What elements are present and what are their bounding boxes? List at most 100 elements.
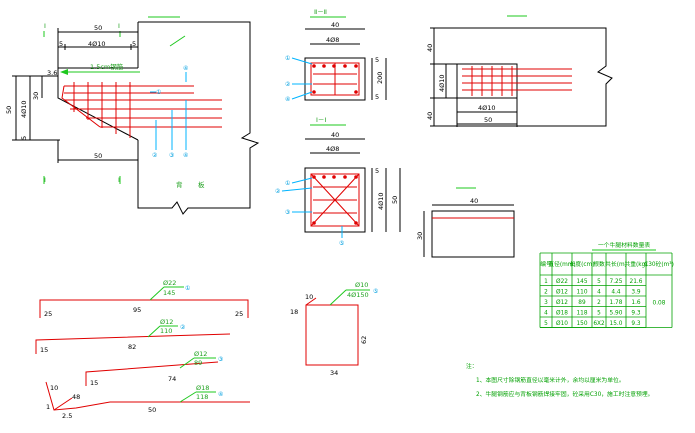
section-mark-right-top: I bbox=[118, 22, 120, 30]
s11-dim-4o10: 4Ø10 bbox=[377, 192, 385, 210]
elevation-note: 1.5cm钢筋 bbox=[90, 62, 124, 71]
s22-outline bbox=[304, 57, 366, 101]
bar-4-id: ④ bbox=[218, 391, 223, 398]
detail-dim-40: 40 bbox=[470, 197, 478, 205]
s22-callout-1: ① bbox=[285, 55, 290, 62]
rebar-dot bbox=[354, 175, 358, 179]
s22-dim-40: 40 bbox=[331, 21, 339, 29]
bar-5-dim-bottom: 34 bbox=[330, 369, 338, 377]
dim-top-4o10: 4Ø10 bbox=[88, 40, 106, 48]
plan-dim-4o10: 4Ø10 bbox=[438, 74, 446, 92]
bar-4-dim-10: 10 bbox=[50, 384, 58, 392]
table-cell: 7.25 bbox=[610, 279, 623, 285]
s22-dim-5b: 5 bbox=[375, 93, 379, 101]
s22-callout-2: ② bbox=[285, 81, 291, 88]
bar-details: 25 95 25 Ø22 145 ① 15 82 Ø12 110 ② 15 74… bbox=[35, 279, 378, 420]
table-cell: 3.9 bbox=[631, 290, 641, 296]
s11-callout-3: ③ bbox=[285, 209, 290, 216]
s11-outline bbox=[304, 167, 366, 233]
elevation-view: I I I I 50 5 4Ø10 5 3.6 30 50 4Ø10 5 1.5… bbox=[5, 16, 260, 215]
bar-1-id: ① bbox=[185, 285, 190, 292]
table-cell: 1 bbox=[544, 279, 548, 285]
dim-left-50: 50 bbox=[5, 106, 13, 114]
bar-3-middle: 74 bbox=[168, 375, 176, 383]
table-cell: 5.90 bbox=[610, 311, 623, 317]
corbel-outline bbox=[57, 67, 139, 141]
bar-3-len: 89 bbox=[194, 359, 202, 367]
table-cell: 1.6 bbox=[631, 300, 641, 306]
rebar-dot bbox=[354, 64, 358, 68]
s22-callout-4: ④ bbox=[285, 96, 290, 103]
dim-left-5: 5 bbox=[20, 136, 28, 140]
detail-dim-30: 30 bbox=[416, 232, 424, 240]
rebar-dot bbox=[312, 175, 316, 179]
rebar-dot bbox=[312, 90, 316, 94]
rebar-hook bbox=[61, 85, 101, 128]
bar-5-id: ⑤ bbox=[373, 288, 378, 295]
bar-4-dim-2-5: 2.5 bbox=[62, 412, 72, 420]
s22-dim-4o8: 4Ø8 bbox=[326, 36, 339, 44]
section-11-title: Ⅰ－Ⅰ bbox=[316, 116, 326, 124]
bar-1-right-end: 25 bbox=[235, 310, 243, 318]
table-header-cell: 根数 bbox=[593, 260, 605, 268]
bar-1-leader bbox=[149, 286, 165, 301]
plan-dim-bottom-50: 50 bbox=[484, 116, 492, 124]
bar-1-len: 145 bbox=[163, 289, 175, 297]
table-header-cell: C30砼(m³) bbox=[644, 260, 674, 268]
table-title: 一个牛腿材料数量表 bbox=[598, 241, 650, 249]
table-cell: 1.78 bbox=[610, 300, 623, 306]
s11-callout-1: ① bbox=[285, 180, 290, 187]
s22-dim-200: 200 bbox=[376, 72, 384, 84]
bar-5-spacing: 4Ø150 bbox=[347, 291, 369, 299]
callout-4-elev: ④ bbox=[183, 65, 188, 72]
table-header-cell: 编号 bbox=[540, 260, 552, 268]
note-arrow bbox=[60, 69, 68, 75]
bar-4-dim-1: 1 bbox=[46, 403, 50, 411]
s11-dim-50: 50 bbox=[391, 196, 399, 204]
rebar-dot bbox=[322, 64, 326, 68]
body-text-2: 板 bbox=[198, 180, 205, 189]
title-leader bbox=[169, 35, 186, 47]
dim-left-3-6: 3.6 bbox=[47, 69, 57, 77]
bar-3-dia: Ø12 bbox=[194, 350, 207, 358]
plan-view: 40 4Ø10 40 4Ø10 50 bbox=[426, 15, 613, 127]
section-mark-right-bottom: I bbox=[118, 176, 120, 184]
callout-2-elev: ② bbox=[152, 152, 158, 159]
bar-2-left-end: 15 bbox=[40, 346, 48, 354]
table-cell: 110 bbox=[576, 290, 587, 296]
bar-4-len: 118 bbox=[196, 393, 208, 401]
small-detail: 40 30 bbox=[416, 187, 515, 258]
dim-bottom-50: 50 bbox=[94, 152, 102, 160]
bar-4-dia: Ø18 bbox=[196, 384, 209, 392]
bar-5-dim-right: 62 bbox=[360, 336, 368, 344]
s11-dim-5: 5 bbox=[375, 167, 379, 175]
rebar-dot bbox=[354, 221, 358, 225]
bar-2-dia: Ø12 bbox=[160, 318, 173, 326]
bar-3-id: ③ bbox=[218, 356, 223, 363]
s22-dim-5a: 5 bbox=[375, 56, 379, 64]
rebar-dot bbox=[312, 64, 316, 68]
callout-4b-elev: ④ bbox=[183, 152, 188, 159]
rebar-dot bbox=[343, 175, 347, 179]
table-cell: 9.3 bbox=[631, 311, 641, 317]
table-cell: 4.4 bbox=[611, 290, 621, 296]
bar-4-leader bbox=[179, 391, 197, 403]
table-cell: 118 bbox=[576, 311, 587, 317]
section-mark-left-top: I bbox=[44, 22, 46, 30]
note-1: 1、本图尺寸除钢筋直径以毫米计外，余均以厘米为单位。 bbox=[476, 376, 625, 384]
detail-outline bbox=[431, 210, 515, 258]
callout-leader bbox=[291, 91, 313, 100]
bar-4-shape bbox=[45, 381, 250, 411]
callout-3-elev: ③ bbox=[169, 152, 174, 159]
bar-5-hook bbox=[305, 297, 317, 306]
dim-top-5b: 5 bbox=[132, 40, 136, 48]
bar-1-middle: 95 bbox=[133, 306, 141, 314]
table-header-cell: 共重(kg) bbox=[624, 260, 647, 268]
table-cell: Ø12 bbox=[556, 299, 568, 306]
table-cell: 5 bbox=[597, 311, 601, 317]
table-cell: Ø12 bbox=[556, 289, 568, 296]
table-cell: 4 bbox=[544, 311, 548, 317]
bar-1-shape bbox=[39, 299, 249, 318]
plan-dim-40a: 40 bbox=[426, 44, 434, 52]
